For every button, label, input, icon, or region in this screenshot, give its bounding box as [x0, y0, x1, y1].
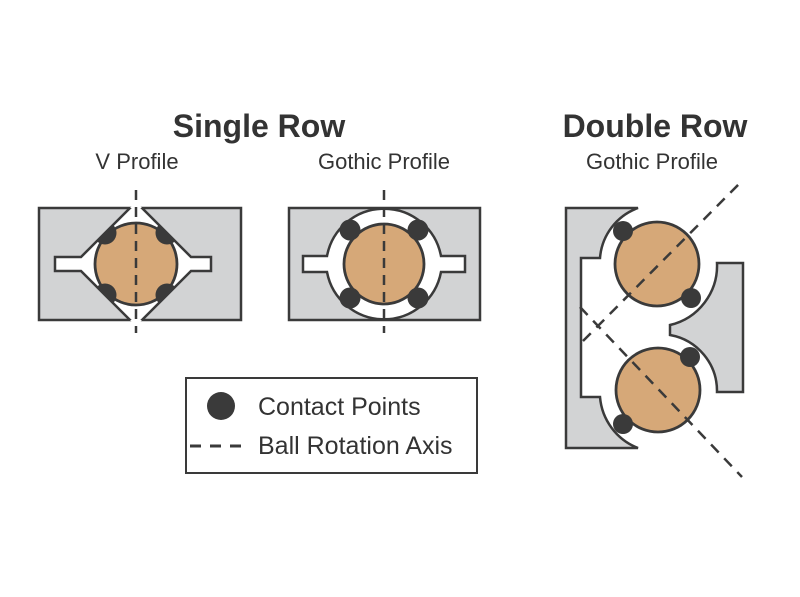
contact-point-dot [339, 287, 361, 309]
legend-box [185, 377, 478, 474]
contact-point-dot [339, 219, 361, 241]
gothic-profile-panel [287, 190, 482, 333]
double-row-panel [564, 183, 745, 478]
v-profile-label: V Profile [95, 149, 178, 174]
contact-point-dot [613, 221, 633, 241]
v-race-cutout-outline [53, 208, 213, 320]
gothic-contact-points [339, 219, 429, 309]
contact-point-dot [407, 287, 429, 309]
legend-contact-point-icon [207, 392, 235, 420]
double-row-upper-ball [613, 220, 701, 308]
legend: Contact Points Ball Rotation Axis [185, 377, 478, 474]
gothic-profile-double-label: Gothic Profile [586, 149, 718, 174]
double-row-title: Double Row [563, 108, 748, 144]
double-row-inner-race [668, 261, 745, 394]
contact-point-dot [613, 414, 633, 434]
contact-point-dot [680, 347, 700, 367]
lower-ball-rotation-axis-line [579, 306, 743, 478]
double-row-outer-race [564, 206, 639, 450]
contact-point-dot [407, 219, 429, 241]
v-profile-panel [37, 190, 243, 333]
single-row-title: Single Row [173, 108, 346, 144]
legend-contact-points-label: Contact Points [258, 393, 421, 421]
gothic-profile-single-label: Gothic Profile [318, 149, 450, 174]
double-row-contact-points [613, 221, 701, 434]
legend-rotation-axis-label: Ball Rotation Axis [258, 432, 453, 460]
contact-point-dot [681, 288, 701, 308]
gothic-race-cutout-outline [301, 208, 467, 320]
